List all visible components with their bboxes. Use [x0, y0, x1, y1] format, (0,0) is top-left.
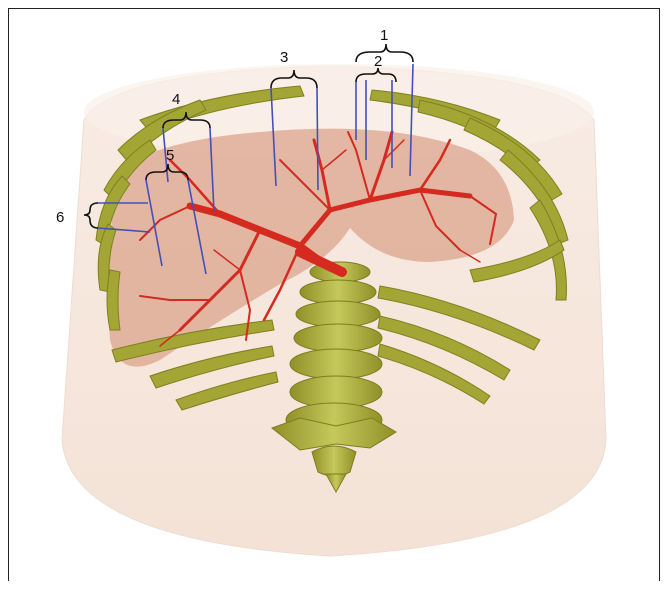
label-3: 3 — [280, 49, 288, 66]
label-5: 5 — [166, 147, 174, 164]
label-2: 2 — [374, 53, 382, 70]
label-6: 6 — [56, 209, 64, 226]
label-1: 1 — [380, 27, 388, 44]
label-4: 4 — [172, 91, 180, 108]
